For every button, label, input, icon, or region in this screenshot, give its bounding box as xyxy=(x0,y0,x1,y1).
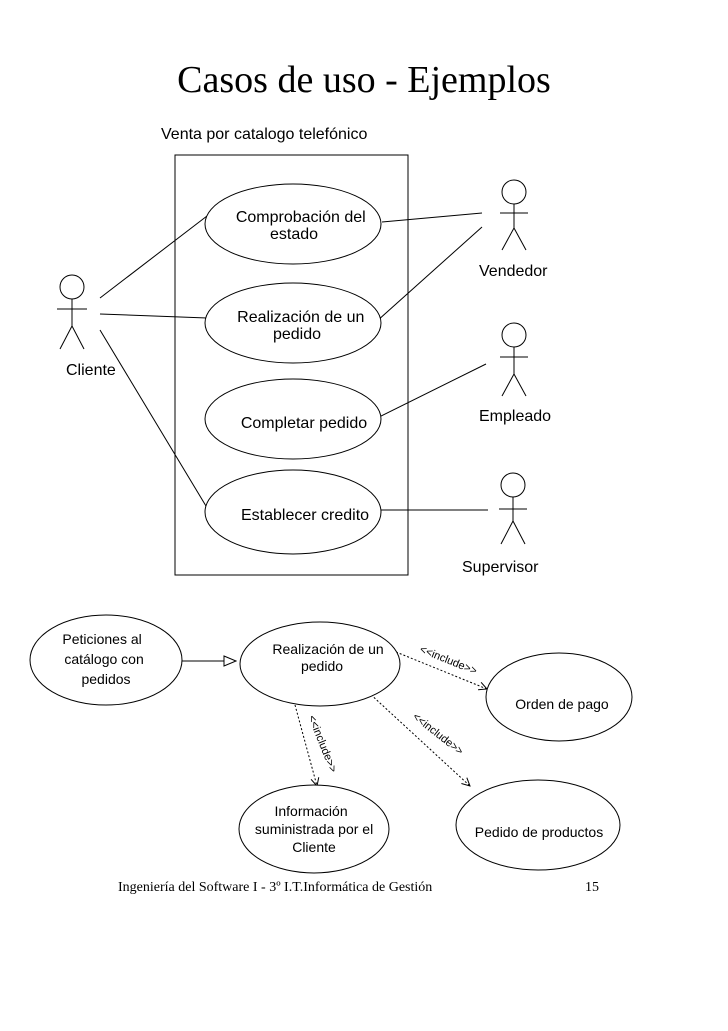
use-case-informacion-cliente: Información suministrada por el Cliente xyxy=(238,784,390,874)
include-label-informacion: <<include>> xyxy=(305,714,339,775)
use-case-establecer-credito: Establecer credito xyxy=(204,469,382,555)
use-case-label: Orden de pago xyxy=(515,696,609,712)
diagram-realizacion-pedido: <<include>> <<include>> <<include>> Peti… xyxy=(29,614,633,874)
associations xyxy=(99,212,488,512)
include-arrow-productos xyxy=(367,691,470,786)
assoc-vendedor-realizacion xyxy=(376,226,483,322)
use-case-label: Pedido de productos xyxy=(475,824,603,840)
system-name-label: Venta por catalogo telefónico xyxy=(161,126,367,143)
include-arrow-orden xyxy=(395,651,487,689)
stick-figure-icon xyxy=(499,472,527,545)
use-case-ellipse xyxy=(204,469,382,555)
actor-label: Cliente xyxy=(66,362,116,379)
actor-label: Empleado xyxy=(479,408,551,425)
page-number: 15 xyxy=(585,880,599,895)
assoc-cliente-comprobacion xyxy=(99,215,208,299)
use-case-ellipse xyxy=(204,282,382,364)
use-case-label: Comprobación del estado xyxy=(236,209,370,243)
use-case-comprobacion-estado: Comprobación del estado xyxy=(204,183,382,265)
include-arrow-informacion xyxy=(294,704,317,786)
use-case-ellipse xyxy=(204,378,382,460)
use-case-label: Establecer credito xyxy=(241,507,369,524)
use-case-label: Realización de un pedido xyxy=(272,641,387,674)
assoc-empleado-completar xyxy=(378,363,487,418)
use-case-realizacion-pedido: Realización de un pedido xyxy=(204,282,382,364)
use-case-peticiones-catalogo: Peticiones al catálogo con pedidos xyxy=(29,614,183,706)
use-case-orden-pago: Orden de pago xyxy=(485,652,633,742)
assoc-cliente-realizacion xyxy=(99,313,208,319)
use-case-completar-pedido: Completar pedido xyxy=(204,378,382,460)
assoc-cliente-credito xyxy=(99,329,210,512)
use-case-label: Peticiones al catálogo con pedidos xyxy=(62,631,147,687)
actor-vendedor: Vendedor xyxy=(479,179,548,280)
actor-empleado: Empleado xyxy=(479,322,551,425)
use-case-ellipse xyxy=(455,779,621,871)
use-case-ellipse xyxy=(238,784,390,874)
system-boundary xyxy=(174,154,409,576)
use-case-realizacion-pedido-2: Realización de un pedido xyxy=(239,621,401,707)
actor-cliente: Cliente xyxy=(57,274,116,379)
use-case-label: Información suministrada por el Cliente xyxy=(255,803,377,855)
diagram-venta-catalogo: Venta por catalogo telefónico Comprobaci… xyxy=(57,126,551,576)
use-case-pedido-productos: Pedido de productos xyxy=(455,779,621,871)
use-case-label: Completar pedido xyxy=(241,415,367,432)
include-label-orden: <<include>> xyxy=(418,644,479,678)
actor-label: Supervisor xyxy=(462,559,539,576)
assoc-vendedor-comprobacion xyxy=(381,212,483,223)
use-case-ellipse xyxy=(29,614,183,706)
use-case-ellipse xyxy=(204,183,382,265)
actor-label: Vendedor xyxy=(479,263,548,280)
include-label-productos: <<include>> xyxy=(410,711,465,758)
stick-figure-icon xyxy=(500,322,528,397)
page-title: Casos de uso - Ejemplos xyxy=(177,59,551,101)
actor-supervisor: Supervisor xyxy=(462,472,539,576)
stick-figure-icon xyxy=(57,274,87,350)
footer-text: Ingeniería del Software I - 3º I.T.Infor… xyxy=(118,880,432,895)
stick-figure-icon xyxy=(500,179,528,251)
use-case-ellipse xyxy=(485,652,633,742)
use-case-ellipse xyxy=(239,621,401,707)
use-case-label: Realización de un pedido xyxy=(237,309,369,343)
